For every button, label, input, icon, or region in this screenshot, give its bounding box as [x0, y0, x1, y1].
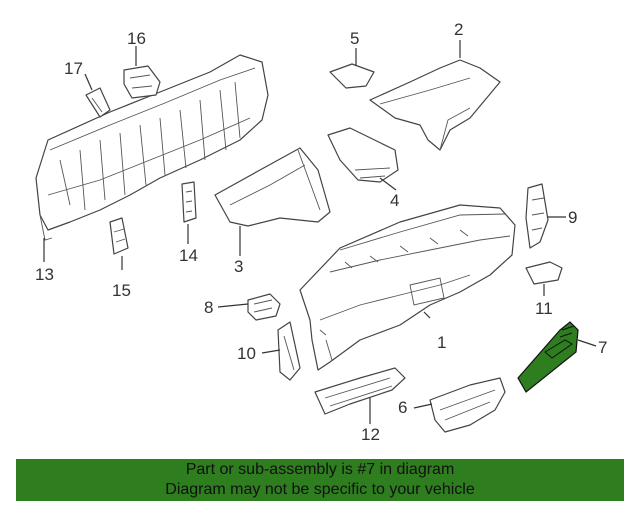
- part-11-cover-plate: [525, 261, 563, 285]
- callout-5: 5: [350, 29, 359, 48]
- part-9-side-bracket: [525, 183, 549, 249]
- callout-14: 14: [179, 246, 198, 265]
- part-1-instrument-panel: [299, 204, 516, 371]
- callout-16: 16: [127, 29, 146, 48]
- callout-15: 15: [112, 281, 131, 300]
- part-16-bracket: [123, 65, 161, 99]
- callout-10: 10: [237, 344, 256, 363]
- part-15-brace: [109, 217, 129, 255]
- part-17-bracket: [85, 87, 111, 118]
- exploded-parts-diagram: 1 2 3 4 5 6 7 8 9 10 11 12 13 14 15 16 1…: [35, 20, 607, 444]
- callout-12: 12: [361, 425, 380, 444]
- callout-3: 3: [234, 257, 243, 276]
- callout-1: 1: [437, 333, 446, 352]
- part-10-end-panel: [277, 321, 301, 381]
- part-4-vent-housing: [327, 127, 399, 183]
- banner-line-part-number: Part or sub-assembly is #7 in diagram: [185, 461, 455, 478]
- fitment-notice-banner: Part or sub-assembly is #7 in diagram Di…: [16, 459, 624, 501]
- callout-13: 13: [35, 265, 54, 284]
- callout-17: 17: [64, 59, 83, 78]
- callout-7: 7: [598, 338, 607, 357]
- callout-11: 11: [535, 299, 553, 318]
- part-14-brace: [181, 181, 197, 223]
- callout-leaders: [43, 40, 597, 424]
- callout-6: 6: [398, 398, 407, 417]
- part-5-cover: [329, 63, 375, 89]
- part-3-center-panel: [214, 147, 331, 227]
- part-12-lower-trim: [314, 367, 406, 415]
- callout-2: 2: [454, 20, 463, 39]
- part-6-console-trim: [429, 377, 506, 433]
- callout-4: 4: [390, 191, 399, 210]
- part-8-vent: [247, 293, 281, 321]
- callout-9: 9: [568, 208, 577, 227]
- part-2-upper-trim: [369, 59, 501, 151]
- banner-line-disclaimer: Diagram may not be specific to your vehi…: [165, 481, 475, 498]
- callout-8: 8: [204, 298, 213, 317]
- part-7-highlighted-trim: [517, 321, 579, 393]
